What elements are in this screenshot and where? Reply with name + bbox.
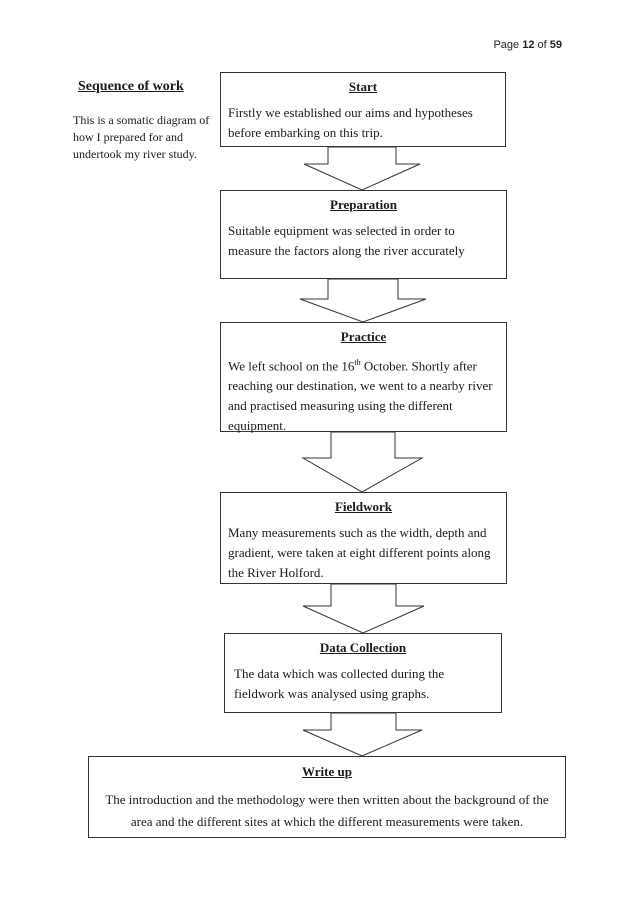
step-title: Start xyxy=(348,79,378,94)
step-text: Many measurements such as the width, dep… xyxy=(228,525,491,580)
step-preparation-box: Preparation Suitable equipment was selec… xyxy=(220,190,507,279)
step-write-up-box: Write up The introduction and the method… xyxy=(88,756,566,838)
step-data-collection-box: Data Collection The data which was colle… xyxy=(224,633,502,713)
step-text: Suitable equipment was selected in order… xyxy=(228,223,465,258)
page-number: Page 12 of 59 xyxy=(493,39,562,51)
sequence-heading: Sequence of work xyxy=(78,79,184,94)
step-title: Preparation xyxy=(330,197,397,212)
step-text: We left school on the 16th October. Shor… xyxy=(228,358,493,434)
step-start-box: Start Firstly we established our aims an… xyxy=(220,72,506,147)
diagram-description: This is a somatic diagram of how I prepa… xyxy=(73,113,210,161)
step-text: The introduction and the methodology wer… xyxy=(105,792,549,829)
step-text: Firstly we established our aims and hypo… xyxy=(228,105,473,140)
arrow-start-to-preparation xyxy=(303,146,421,191)
step-fieldwork-box: Fieldwork Many measurements such as the … xyxy=(220,492,507,584)
step-text: The data which was collected during the … xyxy=(234,666,445,701)
arrow-preparation-to-practice xyxy=(299,278,427,323)
arrow-fieldwork-to-data xyxy=(302,583,425,634)
step-title: Fieldwork xyxy=(334,499,393,514)
step-title: Write up xyxy=(302,764,352,779)
step-title: Practice xyxy=(340,329,387,344)
arrow-data-to-writeup xyxy=(302,712,423,757)
step-practice-box: Practice We left school on the 16th Octo… xyxy=(220,322,507,433)
arrow-practice-to-fieldwork xyxy=(301,431,424,493)
step-title: Data Collection xyxy=(319,640,407,655)
